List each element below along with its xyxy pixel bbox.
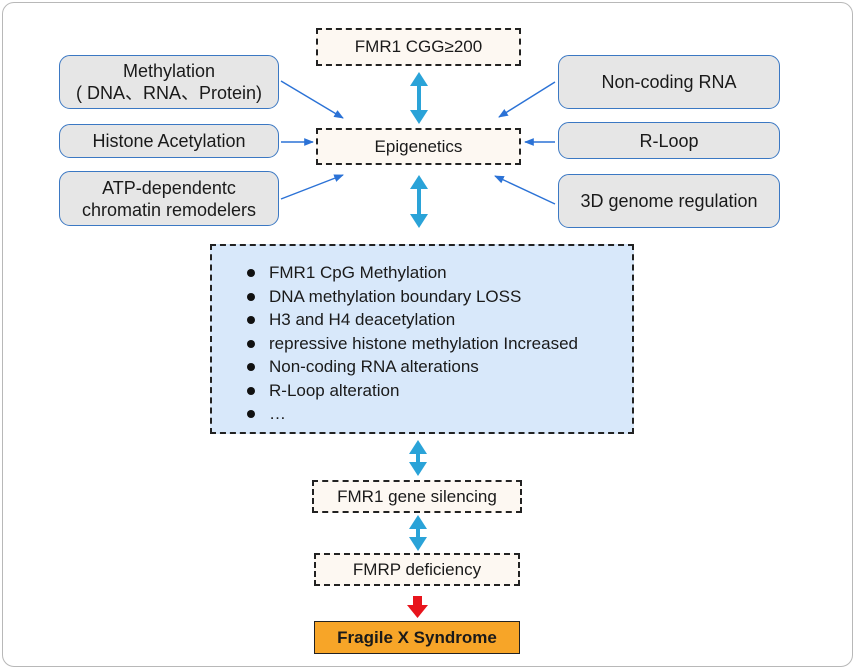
epigenetics-label: Epigenetics: [374, 136, 463, 156]
methylation-label: Methylation: [122, 61, 216, 81]
effect-item: Non-coding RNA alterations: [245, 355, 632, 379]
fmr1-cgg-box: FMR1 CGG≥200: [316, 28, 521, 66]
noncoding-rna-box: Non-coding RNA: [558, 55, 780, 109]
chromatin-remodelers-label: chromatin remodelers: [81, 199, 257, 220]
histone-acetylation-label: Histone Acetylation: [92, 131, 246, 151]
effect-item: …: [245, 402, 632, 426]
effect-item: repressive histone methylation Increased: [245, 332, 632, 356]
r-loop-box: R-Loop: [558, 122, 780, 159]
fmrp-deficiency-box: FMRP deficiency: [314, 553, 520, 586]
atp-dependent-label: ATP-dependentc: [102, 177, 236, 198]
3d-genome-label: 3D genome regulation: [580, 191, 758, 211]
gene-silencing-label: FMR1 gene silencing: [337, 486, 497, 506]
methylation-types-label: ( DNA、RNA、Protein): [75, 83, 263, 103]
chromatin-remodelers-box: ATP-dependentc chromatin remodelers: [59, 171, 279, 226]
3d-genome-box: 3D genome regulation: [558, 174, 780, 228]
r-loop-label: R-Loop: [639, 130, 699, 151]
fragile-x-syndrome-label: Fragile X Syndrome: [337, 627, 497, 647]
fragile-x-syndrome-box: Fragile X Syndrome: [314, 621, 520, 654]
fmrp-deficiency-label: FMRP deficiency: [352, 559, 482, 579]
fmr1-cgg-label: FMR1 CGG≥200: [354, 37, 483, 56]
effect-item: H3 and H4 deacetylation: [245, 308, 632, 332]
epigenetics-box: Epigenetics: [316, 128, 521, 165]
methylation-box: Methylation ( DNA、RNA、Protein): [59, 55, 279, 109]
effect-item: DNA methylation boundary LOSS: [245, 285, 632, 309]
noncoding-rna-label: Non-coding RNA: [601, 72, 737, 92]
effect-item: R-Loop alteration: [245, 379, 632, 403]
effect-item: FMR1 CpG Methylation: [245, 261, 632, 285]
histone-acetylation-box: Histone Acetylation: [59, 124, 279, 158]
gene-silencing-box: FMR1 gene silencing: [312, 480, 522, 513]
